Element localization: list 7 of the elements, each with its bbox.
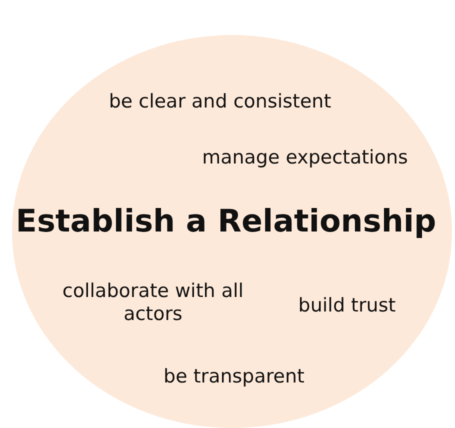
phrase-text: be transparent — [164, 366, 304, 388]
phrase-text: collaborate with all actors — [61, 280, 245, 326]
main-heading: Establish a Relationship — [16, 203, 436, 241]
phrase-text: build trust — [298, 294, 396, 318]
phrase-text: manage expectations — [202, 146, 408, 170]
circle-shape — [12, 35, 452, 428]
phrase-text: be clear and consistent — [108, 90, 332, 114]
